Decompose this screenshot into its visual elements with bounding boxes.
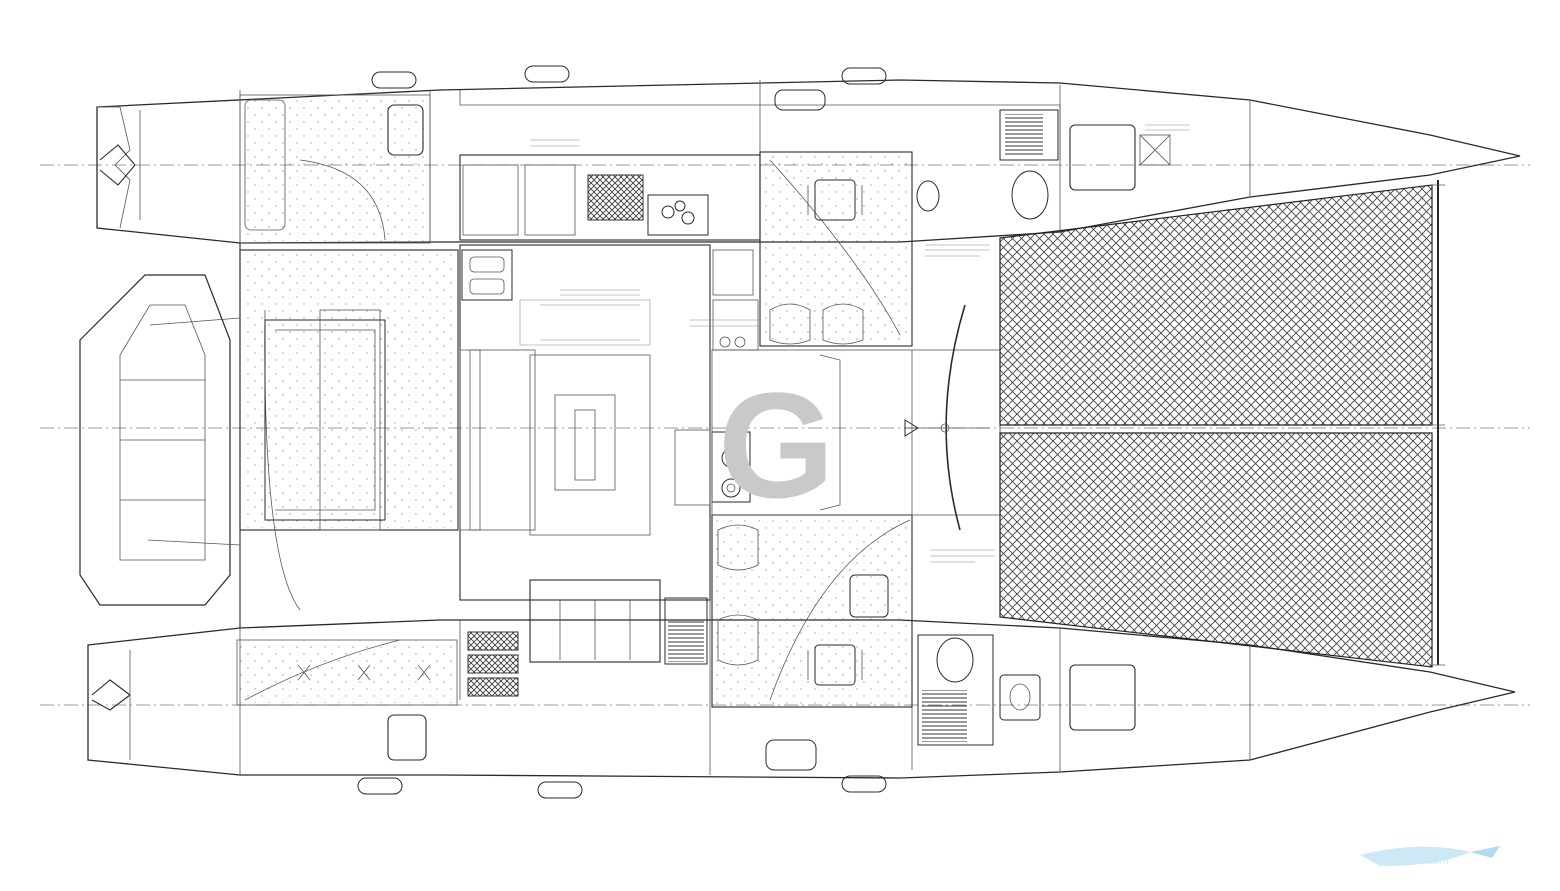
bottom-hull [87, 514, 1516, 799]
watermark-text: .com [1425, 855, 1449, 867]
annotations [530, 124, 1190, 563]
watermark: .com [1360, 846, 1500, 867]
brand-logo-letter: G [718, 361, 835, 529]
trampoline-nets [999, 180, 1445, 668]
dinghy [79, 274, 241, 606]
bridgedeck-saloon [239, 240, 1001, 628]
top-hull [96, 65, 1521, 351]
